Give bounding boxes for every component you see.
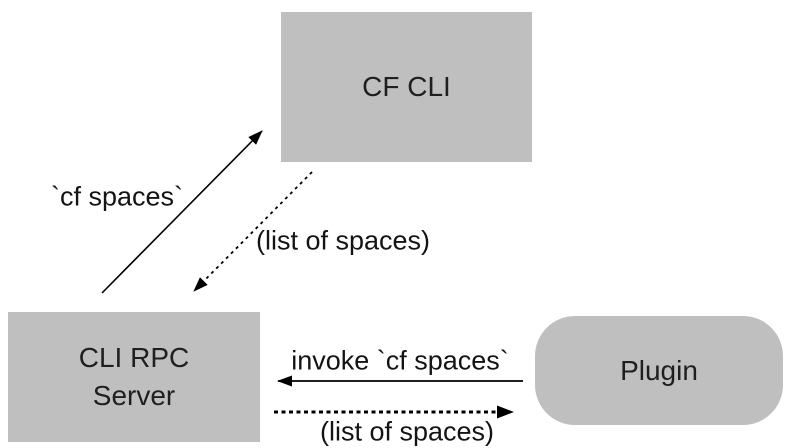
- edge-label-list-of-spaces-bottom: (list of spaces): [319, 416, 495, 447]
- edge-label-cf-spaces: `cf spaces`: [50, 181, 184, 212]
- edge-label-invoke-cf-spaces: invoke `cf spaces`: [291, 345, 509, 376]
- node-plugin: Plugin: [535, 316, 783, 425]
- node-cf-cli: CF CLI: [281, 12, 532, 162]
- node-cf-cli-label: CF CLI: [362, 71, 451, 102]
- arrow-cf-spaces: [101, 130, 263, 294]
- node-cli-rpc-server: CLI RPC Server: [8, 312, 260, 442]
- node-plugin-label: Plugin: [620, 354, 698, 386]
- edge-label-list-of-spaces-top: (list of spaces): [255, 225, 431, 256]
- node-cli-rpc-server-label: CLI RPC Server: [78, 342, 190, 411]
